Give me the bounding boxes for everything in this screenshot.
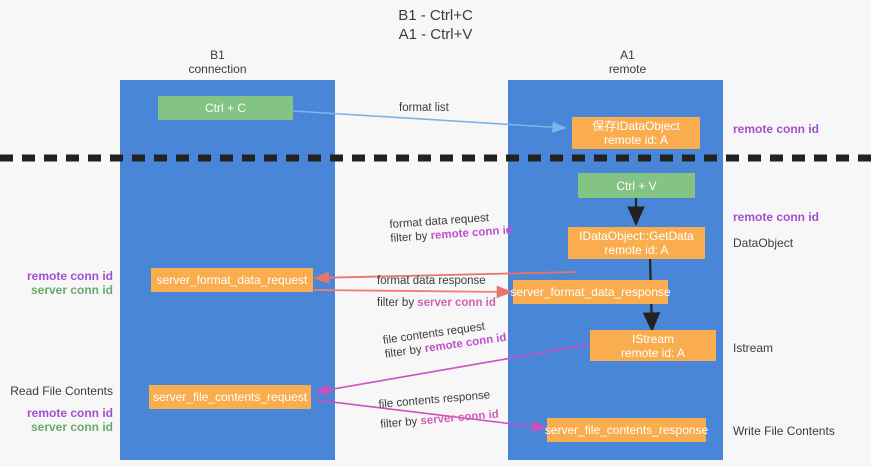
edge-label-filter-prefix: filter by [384, 343, 426, 361]
page-title: B1 - Ctrl+C A1 - Ctrl+V [0, 6, 871, 44]
left-label-read-file-contents: Read File Contents [10, 384, 113, 398]
node-save-idataobject[interactable]: 保存IDataObject remote id: A [572, 117, 700, 149]
node-ctrl-v[interactable]: Ctrl + V [578, 173, 695, 198]
node-istream-line-2: remote id: A [620, 345, 686, 360]
node-save-idataobject-line-2: remote id: A [603, 133, 669, 147]
edge-label-format-list-text: format list [399, 102, 449, 114]
right-label-write-file-contents: Write File Contents [733, 424, 835, 438]
edge-label-file-contents-response-filter: filter by server conn id [380, 408, 500, 432]
node-server-format-data-request-label: server_format_data_request [156, 273, 308, 287]
column-header-b1-name: B1 [210, 48, 225, 62]
edge-label-filter-prefix: filter by [377, 297, 418, 309]
node-save-idataobject-line-1: 保存IDataObject [592, 119, 680, 133]
column-header-a1-name: A1 [620, 48, 635, 62]
edge-label-file-contents-request: file contents request filter by remote c… [382, 317, 507, 362]
edge-label-file-contents-response: file contents response filter by server … [378, 388, 499, 432]
node-server-format-data-response-label: server_format_data_response [510, 285, 671, 299]
node-server-format-data-response[interactable]: server_format_data_response [510, 280, 671, 304]
right-label-remote-conn-id-mid: remote conn id [733, 210, 820, 224]
edge-label-format-data-request: format data request filter by remote con… [389, 209, 513, 245]
right-label-remote-conn-id-top: remote conn id [733, 122, 820, 136]
node-istream-line-1: IStream [631, 331, 674, 346]
node-server-file-contents-request[interactable]: server_file_contents_request [149, 385, 311, 409]
edge-label-format-list: format list [399, 101, 449, 115]
edge-label-format-data-response: format data response filter by server co… [377, 274, 496, 310]
edge-label-filter-key-server-conn-id: server conn id [419, 408, 500, 428]
column-header-a1-subtitle: remote [608, 62, 647, 76]
node-getdata[interactable]: IDataObject::GetData remote id: A [568, 227, 705, 259]
left-label-server-conn-id-mid: server conn id [30, 283, 113, 297]
node-ctrl-c-label: Ctrl + C [204, 101, 246, 115]
node-server-file-contents-response-label: server_file_contents_response [544, 423, 709, 437]
column-header-a1: A1 remote [565, 48, 690, 76]
node-ctrl-v-label: Ctrl + V [616, 178, 657, 193]
column-header-b1-subtitle: connection [188, 62, 247, 76]
node-getdata-line-1: IDataObject::GetData [579, 229, 694, 243]
page-title-line-2: A1 - Ctrl+V [398, 26, 473, 43]
edge-label-filter-prefix: filter by [390, 230, 432, 245]
node-server-file-contents-response[interactable]: server_file_contents_response [544, 418, 709, 442]
edge-label-format-data-response-filter: filter by server conn id [377, 296, 496, 310]
left-label-server-conn-id-bottom: server conn id [30, 420, 113, 434]
node-server-file-contents-request-label: server_file_contents_request [152, 390, 308, 404]
edge-label-filter-prefix: filter by [379, 415, 421, 431]
left-label-remote-conn-id-mid: remote conn id [26, 269, 113, 283]
node-istream[interactable]: IStream remote id: A [590, 330, 716, 361]
right-label-dataobject: DataObject [733, 236, 794, 250]
node-server-format-data-request[interactable]: server_format_data_request [151, 268, 313, 292]
left-label-remote-conn-id-bottom: remote conn id [26, 406, 113, 420]
page-title-line-1: B1 - Ctrl+C [398, 7, 473, 24]
edge-label-format-data-response-title: format data response [377, 275, 486, 287]
node-ctrl-c[interactable]: Ctrl + C [158, 96, 293, 120]
right-label-istream: Istream [733, 341, 774, 355]
node-getdata-line-2: remote id: A [604, 243, 669, 257]
column-header-b1: B1 connection [155, 48, 280, 76]
edge-label-filter-key-server-conn-id: server conn id [417, 297, 496, 309]
